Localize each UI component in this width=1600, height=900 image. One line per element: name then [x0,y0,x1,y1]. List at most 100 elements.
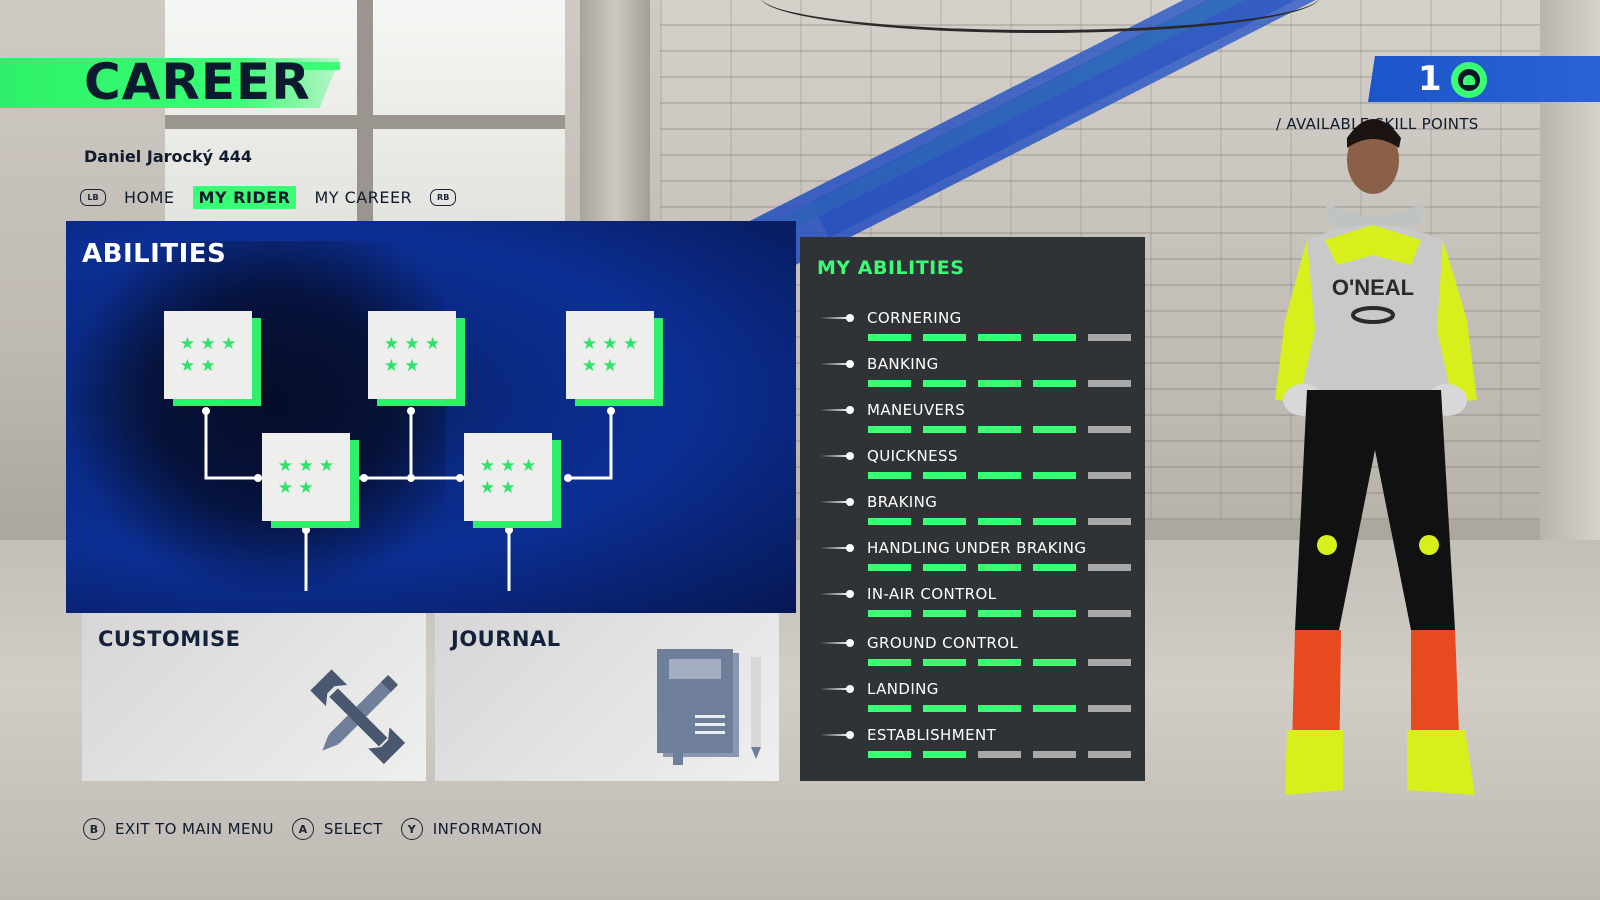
level-segment [923,659,966,666]
ability-node[interactable]: ★ ★ ★★ ★ [164,311,261,406]
row-pointer-line [820,734,850,736]
star-rating-icon: ★ ★ ★★ ★ [179,334,237,376]
row-pointer-dot [846,639,854,647]
level-segment [1088,751,1131,758]
star-rating-icon: ★ ★ ★★ ★ [277,456,335,498]
ability-level-bars [868,518,1131,525]
exit-label: EXIT TO MAIN MENU [115,820,274,838]
level-segment [923,518,966,525]
ability-tree-connectors [202,407,615,591]
information-label: INFORMATION [432,820,543,838]
ability-name: BANKING [867,355,939,373]
my-abilities-panel: MY ABILITIES CORNERING BANKING MANEUVERS QU… [800,237,1145,781]
ability-level-bars [868,334,1131,341]
row-pointer-line [820,455,850,457]
customise-card[interactable]: CUSTOMISE [82,613,426,781]
row-pointer-line [820,409,850,411]
level-segment [1088,564,1131,571]
level-segment [1088,334,1131,341]
level-segment [1088,472,1131,479]
level-segment [923,426,966,433]
row-pointer-dot [846,360,854,368]
level-segment [1033,380,1076,387]
ability-node[interactable]: ★ ★ ★★ ★ [464,433,561,528]
journal-title: JOURNAL [451,627,561,651]
exit-hint[interactable]: B EXIT TO MAIN MENU [83,818,274,840]
level-segment [978,426,1021,433]
level-segment [923,751,966,758]
level-segment [978,705,1021,712]
ability-name: CORNERING [867,309,962,327]
row-pointer-line [820,593,850,595]
row-pointer-line [820,688,850,690]
select-label: SELECT [323,820,383,838]
level-segment [868,564,911,571]
level-segment [1088,610,1131,617]
page-title: CAREER [84,53,311,111]
lb-bumper-icon[interactable]: LB [80,189,106,206]
ability-node[interactable]: ★ ★ ★★ ★ [368,311,465,406]
ability-row[interactable]: MANEUVERS [800,401,1145,445]
ability-row[interactable]: GROUND CONTROL [800,634,1145,678]
row-pointer-dot [846,452,854,460]
level-segment [978,380,1021,387]
level-segment [978,659,1021,666]
ability-node[interactable]: ★ ★ ★★ ★ [262,433,359,528]
tab-bar: LB HOME MY RIDER MY CAREER RB [80,186,457,209]
ability-level-bars [868,426,1131,433]
helmet-icon [1451,62,1487,98]
row-pointer-dot [846,406,854,414]
level-segment [923,564,966,571]
level-segment [1033,426,1076,433]
my-abilities-title: MY ABILITIES [817,257,965,279]
journal-card[interactable]: JOURNAL [435,613,779,781]
abilities-tree-panel[interactable]: ABILITIES ★ ★ ★★ ★ ★ ★ ★★ ★ [66,221,796,613]
ability-row[interactable]: IN-AIR CONTROL [800,585,1145,629]
ability-level-bars [868,472,1131,479]
level-segment [1088,705,1131,712]
ability-node[interactable]: ★ ★ ★★ ★ [566,311,663,406]
ability-row[interactable]: LANDING [800,680,1145,724]
row-pointer-line [820,642,850,644]
ability-row[interactable]: HANDLING UNDER BRAKING [800,539,1145,583]
information-hint[interactable]: Y INFORMATION [400,818,543,840]
title-accent-line [280,62,340,70]
level-segment [978,751,1021,758]
row-pointer-dot [846,731,854,739]
ability-name: GROUND CONTROL [867,634,1019,652]
journal-icon [657,649,761,765]
ability-name: MANEUVERS [867,401,966,419]
select-hint[interactable]: A SELECT [291,818,383,840]
ability-row[interactable]: CORNERING [800,309,1145,353]
level-segment [868,751,911,758]
ability-row[interactable]: ESTABLISHMENT [800,726,1145,770]
ability-name: HANDLING UNDER BRAKING [867,539,1087,557]
ability-row[interactable]: BRAKING [800,493,1145,537]
level-segment [1033,610,1076,617]
row-pointer-line [820,501,850,503]
level-segment [923,334,966,341]
level-segment [1033,751,1076,758]
star-rating-icon: ★ ★ ★★ ★ [479,456,537,498]
level-segment [1033,472,1076,479]
star-rating-icon: ★ ★ ★★ ★ [581,334,639,376]
ability-name: IN-AIR CONTROL [867,585,997,603]
level-segment [1033,659,1076,666]
level-segment [1033,705,1076,712]
tab-my-rider[interactable]: MY RIDER [192,186,297,209]
ability-level-bars [868,751,1131,758]
level-segment [1033,334,1076,341]
hanging-cable [760,0,1320,33]
ability-row[interactable]: QUICKNESS [800,447,1145,491]
level-segment [978,610,1021,617]
rb-bumper-icon[interactable]: RB [430,189,457,206]
level-segment [978,564,1021,571]
tools-icon [310,669,406,765]
level-segment [923,472,966,479]
svg-text:O'NEAL: O'NEAL [1332,275,1414,300]
ability-row[interactable]: BANKING [800,355,1145,399]
tab-home[interactable]: HOME [124,188,175,207]
level-segment [1088,659,1131,666]
rider-name: Daniel Jarocký 444 [84,147,253,166]
tab-my-career[interactable]: MY CAREER [314,188,413,207]
